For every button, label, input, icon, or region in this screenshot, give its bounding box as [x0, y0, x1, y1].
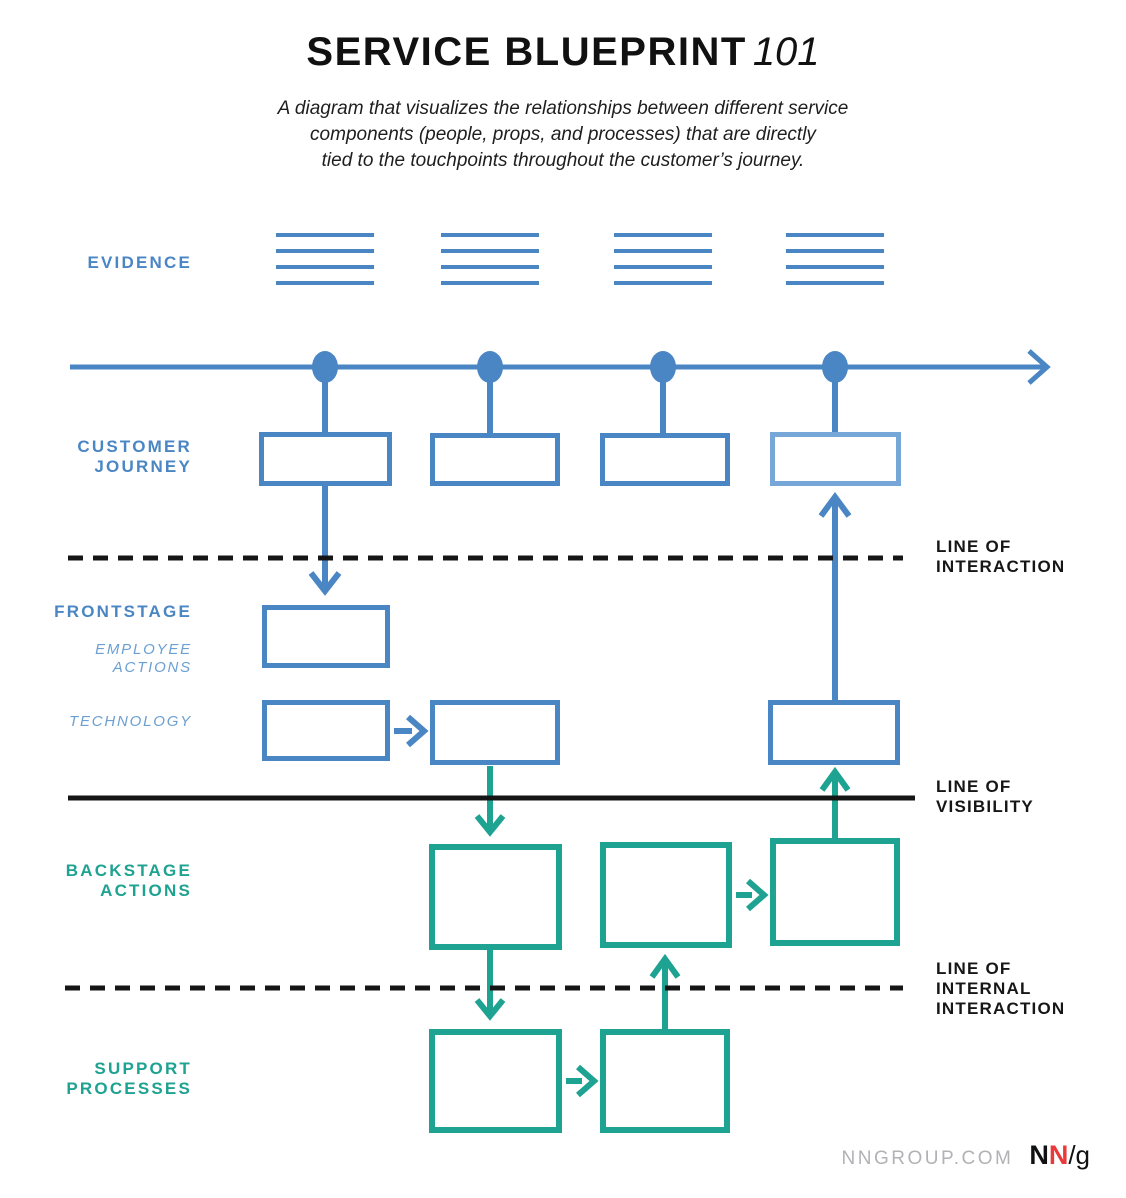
customer-journey-label: CUSTOMER JOURNEY — [77, 437, 192, 476]
arrowhead-down-icon — [474, 814, 506, 837]
customer-journey-box-4 — [770, 432, 901, 486]
backstage-box-2 — [600, 842, 732, 948]
subtitle-line: components (people, props, and processes… — [310, 124, 816, 145]
employee-actions-label: EMPLOYEE ACTIONS — [95, 641, 192, 676]
timeline-arrowhead-icon — [1027, 349, 1051, 385]
frontstage-employee-box — [262, 605, 390, 668]
technology-box-1 — [262, 700, 390, 761]
arrowhead-down-icon — [474, 998, 506, 1021]
frontstage-label: FRONTSTAGE — [54, 602, 192, 621]
nng-logo: NN/g — [1029, 1140, 1090, 1170]
document-lines-icon — [441, 233, 539, 285]
arrowhead-up-icon — [818, 491, 852, 518]
technology-label: TECHNOLOGY — [68, 713, 192, 730]
arrowhead-up-icon — [649, 953, 681, 979]
backstage-box-1 — [429, 844, 562, 950]
line-of-visibility-label: LINE OF VISIBILITY — [936, 777, 1034, 816]
page-subtitle: A diagram that visualizes the relationsh… — [0, 96, 1126, 174]
arrowhead-down-icon — [308, 571, 342, 596]
evidence-label: EVIDENCE — [87, 253, 192, 272]
customer-journey-box-2 — [430, 433, 560, 486]
subtitle-line: A diagram that visualizes the relationsh… — [277, 98, 849, 119]
arrowhead-right-icon — [576, 1064, 599, 1098]
line-of-internal-interaction-label: LINE OF INTERNAL INTERACTION — [936, 959, 1066, 1018]
line-of-interaction-label: LINE OF INTERACTION — [936, 537, 1066, 576]
arrowhead-right-icon — [746, 878, 769, 912]
page-title-main: SERVICE BLUEPRINT — [306, 30, 747, 74]
nngroup-site-label: NNGROUP.COM — [841, 1148, 1014, 1169]
customer-journey-box-3 — [600, 433, 730, 486]
technology-box-2 — [430, 700, 560, 765]
customer-journey-box-1 — [259, 432, 392, 486]
page-title-edition: 101 — [752, 30, 820, 74]
support-box-2 — [600, 1029, 730, 1133]
document-lines-icon — [786, 233, 884, 285]
document-lines-icon — [276, 233, 374, 285]
backstage-box-3 — [770, 838, 900, 946]
backstage-actions-label: BACKSTAGE ACTIONS — [65, 861, 192, 900]
subtitle-line: tied to the touchpoints throughout the c… — [321, 150, 805, 171]
footer: NNGROUP.COM NN/g — [842, 1140, 1090, 1171]
arrowhead-right-icon — [406, 714, 429, 748]
support-box-1 — [429, 1029, 562, 1133]
arrowhead-up-icon — [819, 766, 851, 792]
document-lines-icon — [614, 233, 712, 285]
support-processes-label: SUPPORT PROCESSES — [66, 1059, 192, 1098]
technology-box-3 — [768, 700, 900, 765]
